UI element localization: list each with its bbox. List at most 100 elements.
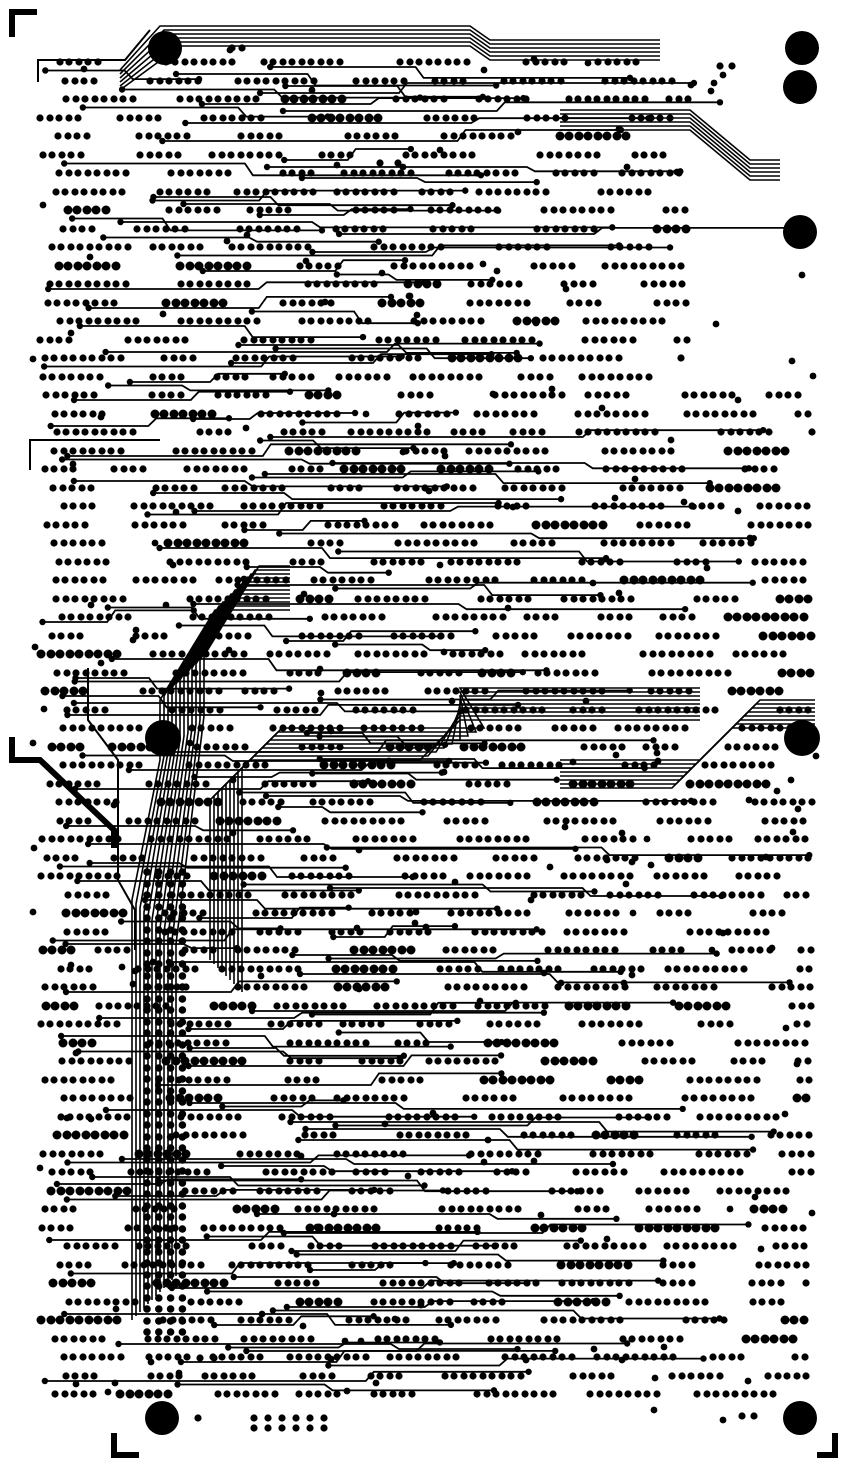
pad <box>76 243 84 251</box>
pad <box>615 354 623 362</box>
pad <box>474 965 482 973</box>
pad <box>129 854 137 862</box>
pad <box>63 205 73 215</box>
pad <box>347 428 355 436</box>
pad <box>362 1039 370 1047</box>
trace <box>107 606 310 620</box>
pad <box>417 1279 425 1287</box>
pad <box>59 724 67 732</box>
pad <box>367 1020 375 1028</box>
pad <box>584 59 592 67</box>
pad <box>178 960 187 968</box>
pad <box>630 262 638 270</box>
pad <box>38 1224 46 1232</box>
pad <box>663 1223 673 1233</box>
pad <box>143 1190 151 1198</box>
pad <box>41 465 49 473</box>
pad <box>325 1362 332 1369</box>
pad <box>737 539 745 547</box>
pad <box>663 1242 671 1250</box>
pad <box>239 1372 247 1380</box>
pad <box>619 835 627 843</box>
pad <box>674 1205 682 1213</box>
pad <box>435 1316 443 1324</box>
pad <box>635 243 643 251</box>
pad <box>634 1390 642 1398</box>
pad <box>660 1057 668 1065</box>
pad <box>362 1223 372 1233</box>
pad <box>228 854 236 862</box>
pad <box>79 410 87 418</box>
pad <box>256 211 263 219</box>
pad <box>154 132 162 140</box>
pad <box>85 317 93 325</box>
pad <box>721 965 729 973</box>
pad <box>654 891 662 899</box>
pad <box>418 373 426 381</box>
pad <box>89 1335 97 1343</box>
pad <box>377 1020 385 1028</box>
pad <box>71 854 79 862</box>
pad <box>620 1168 628 1176</box>
pad <box>612 909 620 917</box>
pad <box>574 131 584 141</box>
pad <box>131 967 139 975</box>
pad <box>158 687 166 695</box>
pad <box>376 1372 384 1380</box>
trace <box>188 1054 502 1067</box>
pad <box>166 1248 175 1256</box>
pad <box>277 1242 285 1250</box>
pad <box>253 576 261 584</box>
pad <box>427 188 435 196</box>
pad <box>237 1056 247 1066</box>
pad <box>569 872 577 880</box>
pad <box>197 409 207 419</box>
pad <box>139 687 147 695</box>
pad <box>572 845 579 852</box>
pad <box>692 1131 700 1139</box>
pad <box>155 995 163 1003</box>
pad <box>684 909 692 917</box>
pad <box>91 428 99 436</box>
pad <box>446 464 456 474</box>
pad <box>333 410 341 418</box>
pad <box>503 1002 511 1010</box>
pad <box>558 1131 566 1139</box>
pad <box>222 1039 230 1047</box>
pad <box>359 945 369 955</box>
pad <box>192 780 200 788</box>
pad <box>368 613 376 621</box>
pad <box>788 357 796 365</box>
pad <box>583 131 593 141</box>
pad <box>155 1328 163 1336</box>
pad <box>770 612 780 622</box>
pad <box>250 1424 258 1432</box>
pad <box>750 1390 758 1398</box>
pad <box>350 964 360 974</box>
pad <box>545 1075 555 1085</box>
pad <box>47 422 54 430</box>
pad <box>185 761 193 769</box>
pad <box>208 151 216 159</box>
pad <box>264 1414 272 1422</box>
pad <box>802 891 810 899</box>
pad <box>298 743 306 751</box>
pad <box>592 1001 602 1011</box>
pad <box>396 464 406 474</box>
pad <box>143 972 151 980</box>
pad <box>194 797 204 807</box>
pad <box>640 151 648 159</box>
pad <box>155 903 163 911</box>
pad <box>749 410 757 418</box>
pad <box>275 206 283 214</box>
pad <box>463 983 471 991</box>
pad <box>533 178 540 186</box>
trace <box>233 695 700 984</box>
pad <box>298 558 306 566</box>
pad <box>71 908 81 918</box>
pad <box>168 243 176 251</box>
pad <box>451 878 459 886</box>
pad <box>84 1186 94 1196</box>
pad <box>719 71 727 79</box>
pad <box>156 797 166 807</box>
